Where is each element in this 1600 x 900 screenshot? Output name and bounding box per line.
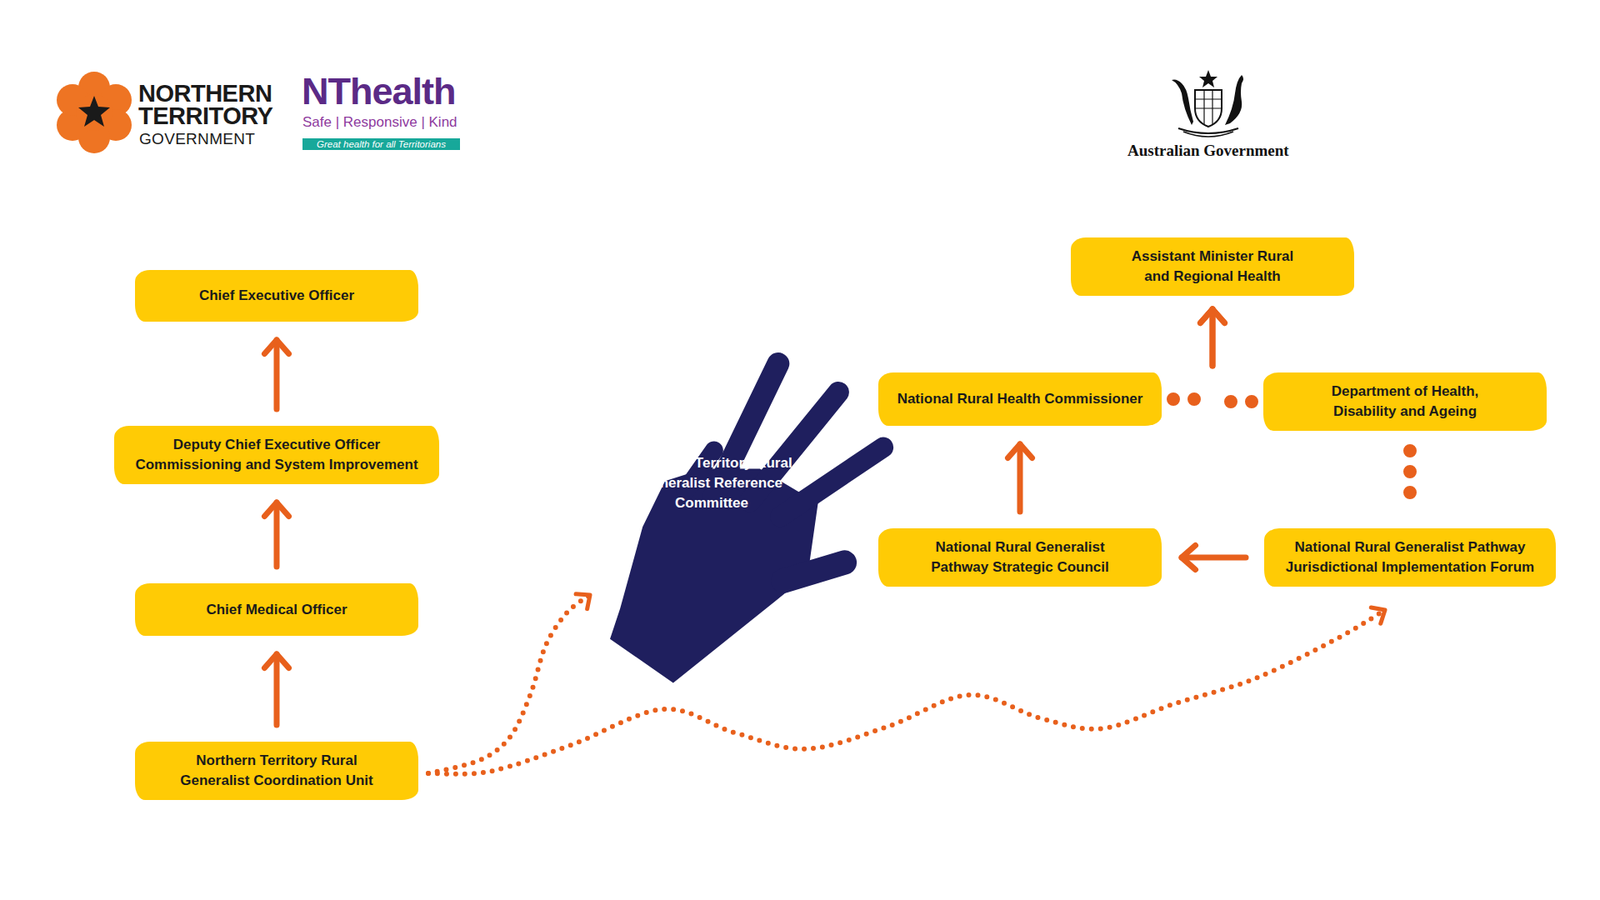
arrow-shaft [274,654,280,725]
arrow-head [1200,309,1225,324]
connector [428,594,590,774]
process-box: National Rural Health Commissioner [878,372,1162,426]
dotted-link [1223,395,1252,409]
box-label: National Rural Generalist Pathway Jurisd… [1280,537,1540,578]
arrow-shaft [274,502,280,567]
logo-text: GOVERNMENT [139,130,255,149]
logo-text: NORTHERN TERRITORY [138,82,285,128]
process-box: Chief Medical Officer [135,583,419,636]
arrow-head [264,340,289,355]
connector [1410,450,1411,512]
arrow-shaft [1210,309,1216,366]
box-label: Assistant Minister Rural and Regional He… [1087,246,1338,287]
arrow-head [1007,444,1032,459]
dotted-arrow [428,595,590,774]
logo-text: Australian Government [1127,141,1290,160]
australian-crest [1171,70,1244,137]
dotted-link [1403,450,1417,512]
connector [264,654,289,725]
arrow-shaft [1181,555,1246,561]
process-box: Northern Territory Rural Generalist Coor… [135,741,419,800]
committee-label: Northern Territory Rural Generalist Refe… [630,453,794,514]
arrow-head [1370,607,1385,624]
connector [264,340,289,410]
box-label: National Rural Health Commissioner [897,389,1144,410]
box-label: Chief Medical Officer [205,600,347,620]
connector [428,607,1385,775]
connector [1173,309,1225,400]
connector [264,502,289,567]
arrow-head [1181,545,1196,570]
process-box: National Rural Generalist Pathway Strate… [878,528,1162,587]
box-label: Department of Health, Disability and Age… [1280,381,1530,422]
connector [1007,444,1032,512]
arrow-head [264,502,289,517]
process-box: Chief Executive Officer [135,270,419,322]
connector [1181,545,1246,570]
arrow-head [264,654,289,669]
arrow-shaft [1017,444,1024,512]
arrow-shaft [274,340,280,410]
process-box: Assistant Minister Rural and Regional He… [1070,237,1355,296]
hand-node: Northern Territory Rural Generalist Refe… [610,348,898,685]
process-box: National Rural Generalist Pathway Jurisd… [1264,528,1556,587]
box-label: National Rural Generalist Pathway Strate… [895,537,1145,578]
dotted-link [1173,392,1202,406]
process-box: Department of Health, Disability and Age… [1263,372,1547,431]
arrow-head [575,594,590,610]
dotted-arrow [428,610,1385,775]
connector [1200,309,1252,402]
logo-text: NThealth [301,70,456,114]
logo-text: Great health for all Territorians [302,138,460,150]
box-label: Northern Territory Rural Generalist Coor… [151,750,402,791]
logo-text: Safe | Responsive | Kind [302,114,458,131]
hand-shape [610,348,898,685]
box-label: Chief Executive Officer [199,285,355,306]
process-box: Deputy Chief Executive Officer Commissio… [114,425,440,485]
box-label: Deputy Chief Executive Officer Commissio… [130,435,423,475]
nt-flower-logo [56,71,132,154]
arrow-shaft [1210,309,1216,366]
